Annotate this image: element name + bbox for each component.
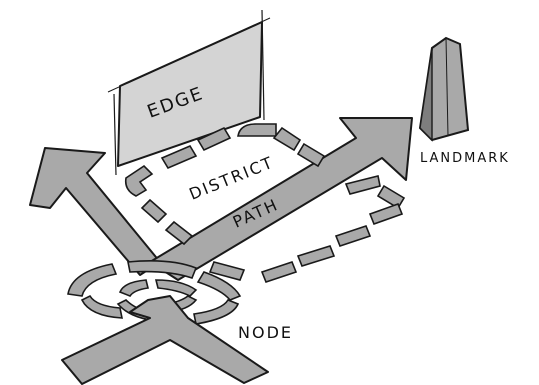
- district-outline: [124, 123, 406, 283]
- left-arrow: [29, 147, 161, 276]
- node-label: NODE: [238, 323, 293, 342]
- lower-arrow: [61, 295, 269, 385]
- edge-wall: [107, 9, 271, 176]
- landmark-label: LANDMARK: [420, 151, 510, 166]
- path-arrow: [149, 117, 413, 281]
- node-rings: [67, 260, 242, 325]
- landmark-tower: [418, 36, 470, 142]
